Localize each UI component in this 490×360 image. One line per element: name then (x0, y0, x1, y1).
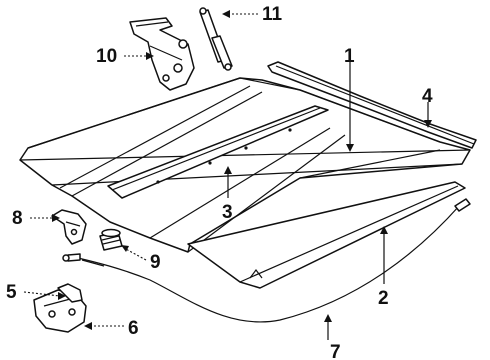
callout-8: 8 (12, 208, 23, 229)
release-cable (81, 259, 105, 267)
hood-reinforcement (107, 105, 329, 199)
callout-3: 3 (222, 202, 233, 223)
callout-4: 4 (422, 86, 433, 107)
callout-5: 5 (6, 282, 17, 303)
latch-bracket (57, 283, 83, 303)
callout-11: 11 (262, 4, 283, 25)
hood-inner-panel (187, 181, 466, 289)
release-handle (51, 209, 87, 245)
support-strut (199, 7, 233, 71)
hood-cable (62, 198, 471, 323)
weatherstrip (267, 61, 477, 149)
callout-10: 10 (96, 46, 117, 67)
bumper-stop (99, 228, 123, 251)
hinge (129, 17, 195, 91)
callout-6: 6 (128, 318, 139, 339)
hood-panel (19, 77, 471, 253)
callout-2: 2 (378, 288, 389, 309)
leader-lines (23, 10, 432, 340)
callout-9: 9 (150, 252, 161, 273)
callout-7: 7 (330, 342, 341, 360)
callout-1: 1 (344, 46, 355, 67)
